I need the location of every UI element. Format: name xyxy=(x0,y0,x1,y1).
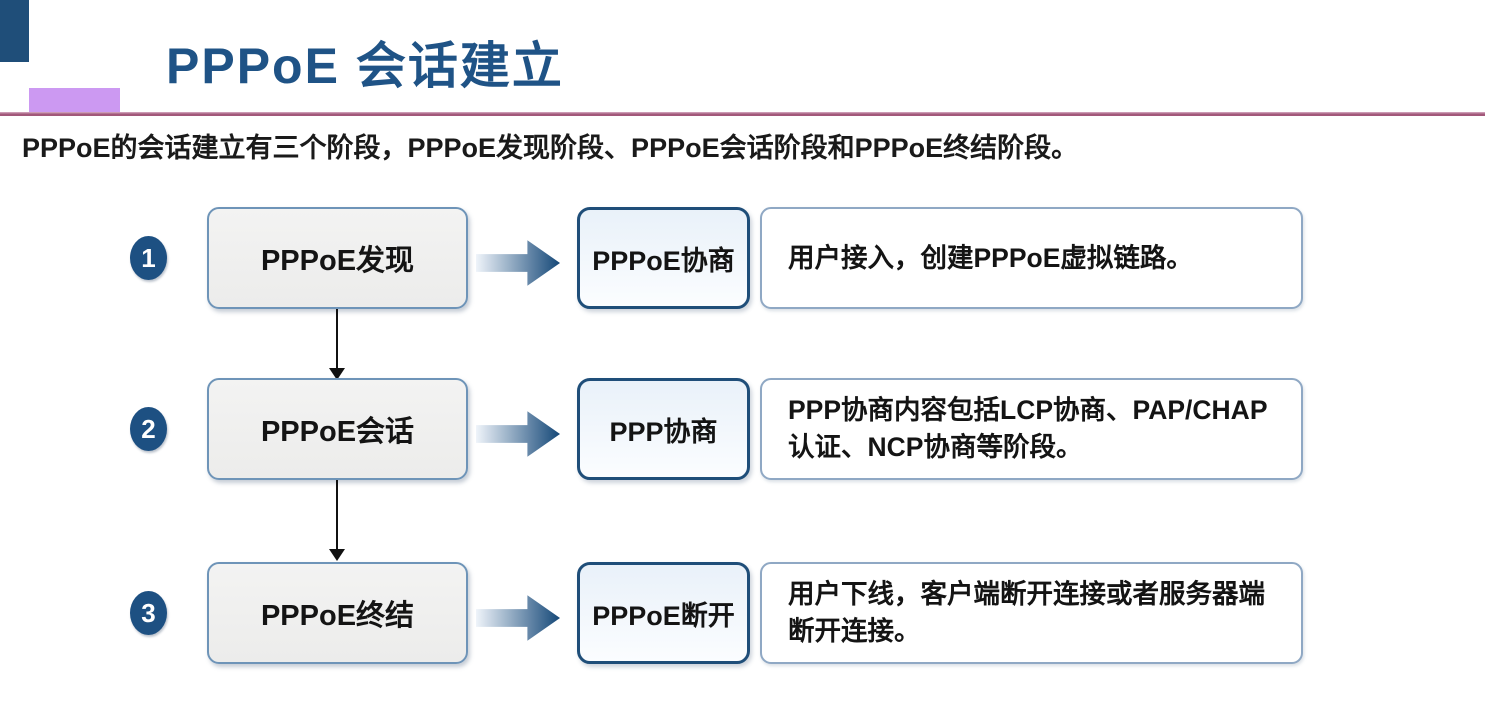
proto-box-ppp-negotiation: PPP协商 xyxy=(577,378,750,480)
desc-box-1: 用户接入，创建PPPoE虚拟链路。 xyxy=(760,207,1303,309)
proto-label: PPP协商 xyxy=(609,416,718,447)
proto-label: PPPoE协商 xyxy=(592,245,735,276)
stage-label: PPPoE发现 xyxy=(260,245,415,277)
desc-text: 用户接入，创建PPPoE虚拟链路。 xyxy=(788,242,1193,273)
desc-text: PPP协商内容包括LCP协商、PAP/CHAP认证、NCP协商等阶段。 xyxy=(788,395,1268,462)
divider-line xyxy=(0,112,1485,116)
connector-line-1 xyxy=(336,309,338,369)
step-badge-1: 1 xyxy=(130,236,167,280)
proto-label: PPPoE断开 xyxy=(592,600,735,631)
proto-box-pppoe-negotiation: PPPoE协商 xyxy=(577,207,750,309)
corner-accent-bar xyxy=(0,0,29,62)
stage-box-session: PPPoE会话 xyxy=(207,378,468,480)
stage-box-discovery: PPPoE发现 xyxy=(207,207,468,309)
connector-line-2 xyxy=(336,480,338,550)
desc-text: 用户下线，客户端断开连接或者服务器端断开连接。 xyxy=(788,579,1265,646)
purple-accent-bar xyxy=(29,88,120,113)
stage-label: PPPoE会话 xyxy=(260,416,415,448)
proto-box-pppoe-disconnect: PPPoE断开 xyxy=(577,562,750,664)
right-arrow-icon xyxy=(476,594,561,642)
stage-box-termination: PPPoE终结 xyxy=(207,562,468,664)
down-arrow-icon xyxy=(329,368,345,380)
desc-box-2: PPP协商内容包括LCP协商、PAP/CHAP认证、NCP协商等阶段。 xyxy=(760,378,1303,480)
right-arrow-icon xyxy=(476,410,561,458)
page-title: PPPoE 会话建立 xyxy=(166,38,564,94)
step-badge-3: 3 xyxy=(130,591,167,635)
stage-label: PPPoE终结 xyxy=(260,600,415,632)
right-arrow-icon xyxy=(476,239,561,287)
down-arrow-icon xyxy=(329,549,345,561)
step-badge-2: 2 xyxy=(130,407,167,451)
intro-text: PPPoE的会话建立有三个阶段，PPPoE发现阶段、PPPoE会话阶段和PPPo… xyxy=(22,133,1079,163)
desc-box-3: 用户下线，客户端断开连接或者服务器端断开连接。 xyxy=(760,562,1303,664)
